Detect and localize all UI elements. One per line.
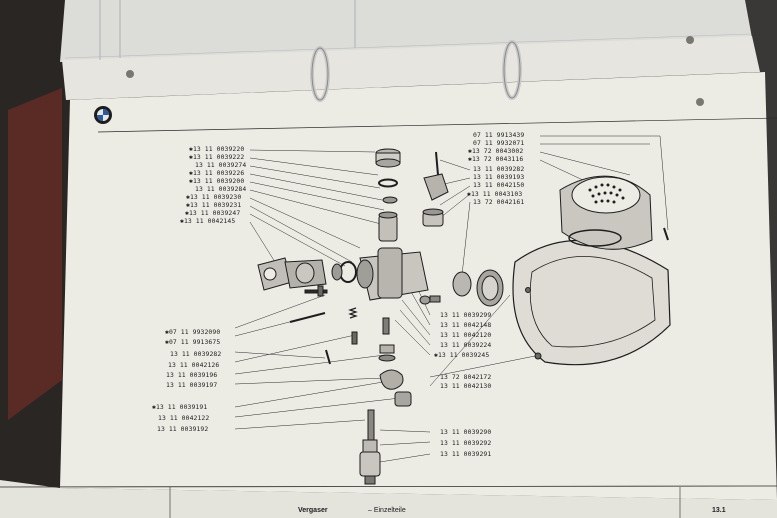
part-number-label: 13 72 0042161 bbox=[473, 198, 525, 206]
page-subtitle: – Einzelteile bbox=[368, 507, 406, 514]
part-number-label: ✱13 11 0039220 bbox=[189, 145, 245, 153]
binder-edge bbox=[8, 88, 62, 420]
part-number-label: 13 11 0042126 bbox=[168, 361, 220, 369]
part-number-label: 07 11 9913439 bbox=[473, 131, 525, 139]
part-number-label: ✱13 11 0039226 bbox=[189, 169, 245, 177]
punch-hole bbox=[126, 70, 134, 78]
part-number-label: 13 11 0039292 bbox=[440, 439, 492, 447]
binder-ring-left bbox=[310, 46, 330, 102]
part-number-label: ✱13 72 0043116 bbox=[468, 155, 524, 163]
part-number-label: 07 11 9932071 bbox=[473, 139, 525, 147]
part-number-label: 13 11 0042150 bbox=[473, 181, 525, 189]
upper-sheet-2 bbox=[62, 36, 760, 100]
part-number-label: ✱13 11 0042145 bbox=[180, 217, 236, 225]
part-number-label: 13 11 0042130 bbox=[440, 382, 492, 390]
part-number-label: ✱07 11 9932090 bbox=[165, 328, 221, 336]
part-number-label: ✱13 11 0039245 bbox=[434, 351, 490, 359]
part-number-label: ✱13 11 0039231 bbox=[186, 201, 242, 209]
part-number-label: ✱13 11 0039247 bbox=[185, 209, 241, 217]
carburetor-diagram bbox=[257, 148, 671, 485]
part-number-label: ✱07 11 9913675 bbox=[165, 338, 221, 346]
page-title: Vergaser bbox=[298, 507, 328, 514]
punch-hole bbox=[696, 98, 704, 106]
binder-ring-right bbox=[502, 40, 522, 100]
part-number-label: 13 72 8042172 bbox=[440, 373, 492, 381]
upper-sheet bbox=[60, 0, 752, 62]
part-number-label: 13 11 0039192 bbox=[157, 425, 209, 433]
part-number-label: ✱13 11 0039222 bbox=[189, 153, 245, 161]
page-number: 13.1 bbox=[712, 507, 726, 514]
leader-lines bbox=[234, 135, 669, 463]
part-number-label: 13 11 0042120 bbox=[440, 331, 492, 339]
part-number-label: 13 11 0039274 bbox=[195, 161, 247, 169]
part-number-label: 13 11 0039284 bbox=[195, 185, 247, 193]
part-number-label: 13 11 0039196 bbox=[166, 371, 218, 379]
part-number-label: 13 11 0042122 bbox=[158, 414, 210, 422]
part-number-label: 13 11 0039299 bbox=[440, 311, 492, 319]
bmw-logo-icon bbox=[94, 106, 112, 124]
part-number-label: 13 11 0039291 bbox=[440, 450, 492, 458]
part-number-label: 13 11 0039193 bbox=[473, 173, 525, 181]
part-number-label: 13 11 0039282 bbox=[170, 350, 222, 358]
part-number-label: ✱13 11 0039191 bbox=[152, 403, 208, 411]
part-number-label: ✱13 11 0039230 bbox=[186, 193, 242, 201]
part-number-label: 13 11 0039290 bbox=[440, 428, 492, 436]
punch-hole bbox=[686, 36, 694, 44]
part-number-label: 13 11 0042148 bbox=[440, 321, 492, 329]
part-number-label: ✱13 72 0043002 bbox=[468, 147, 524, 155]
part-number-label: ✱13 11 0039200 bbox=[189, 177, 245, 185]
part-number-label: 13 11 0039282 bbox=[473, 165, 525, 173]
part-number-label: ✱13 11 0043103 bbox=[467, 190, 523, 198]
part-number-label: 13 11 0039224 bbox=[440, 341, 492, 349]
part-number-label: 13 11 0039197 bbox=[166, 381, 218, 389]
